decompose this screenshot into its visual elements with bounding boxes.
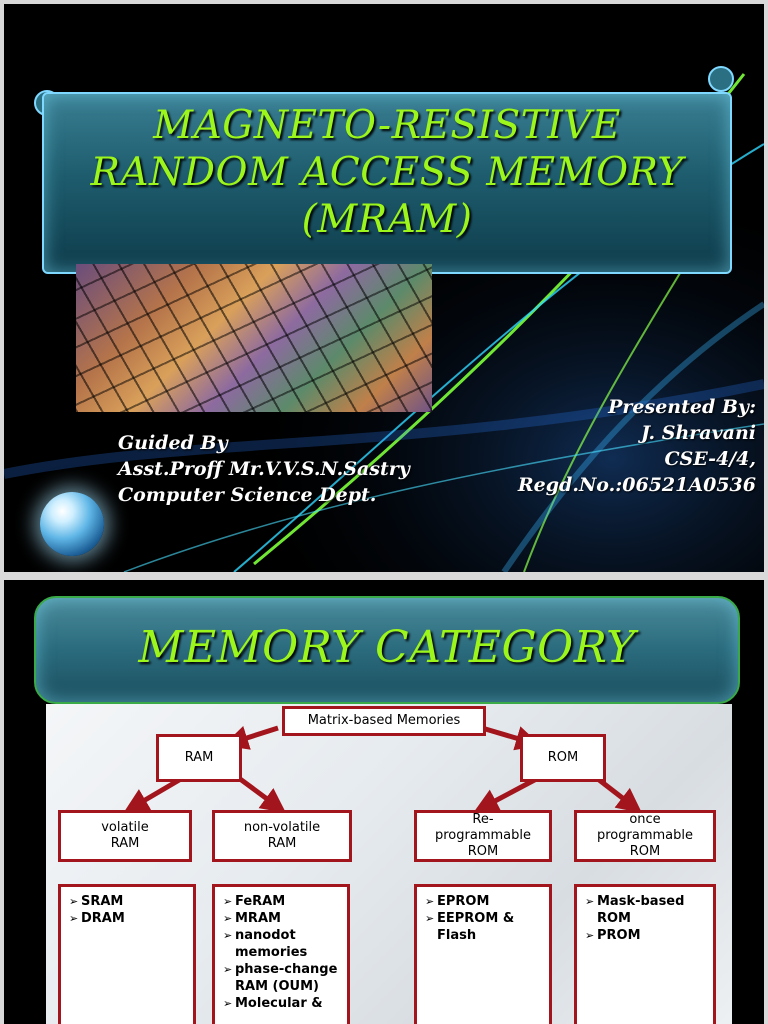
presenter-name: J. Shravani xyxy=(641,422,756,444)
list-item: SRAM xyxy=(69,893,185,910)
presenter-regd: Regd.No.:06521A0536 xyxy=(517,474,756,496)
guided-by-block: Guided By Asst.Proff Mr.V.V.S.N.Sastry C… xyxy=(118,430,410,508)
list-item: FeRAM xyxy=(223,893,339,910)
list-item: phase-change RAM (OUM) xyxy=(223,961,339,995)
non-volatile-ram-line-2: RAM xyxy=(267,836,297,851)
list-item: MRAM xyxy=(223,910,339,927)
slide-title: MAGNETO-RESISTIVE RANDOM ACCESS MEMORY (… xyxy=(44,102,730,243)
reprog-line-1: Re- xyxy=(472,812,494,827)
volatile-ram-line-2: RAM xyxy=(110,836,140,851)
category-title-banner: MEMORY CATEGORY xyxy=(34,596,740,704)
list-item: Molecular & xyxy=(223,995,339,1012)
scroll-curl-right xyxy=(708,66,734,92)
non-volatile-ram-box: non-volatile RAM xyxy=(212,810,352,862)
title-line-1: MAGNETO-RESISTIVE xyxy=(153,103,621,148)
reprog-line-2: programmable xyxy=(435,828,531,843)
re-programmable-rom-box: Re- programmable ROM xyxy=(414,810,552,862)
globe-icon xyxy=(40,492,104,556)
memory-tree-diagram: Matrix-based Memories RAM ROM volatile R… xyxy=(46,704,732,1024)
title-slide: MAGNETO-RESISTIVE RANDOM ACCESS MEMORY (… xyxy=(4,4,764,572)
root-label: Matrix-based Memories xyxy=(307,713,461,728)
list-item: DRAM xyxy=(69,910,185,927)
chip-wafer-image xyxy=(76,264,432,412)
non-volatile-ram-line-1: non-volatile xyxy=(243,820,321,835)
list-item: EEPROM & Flash xyxy=(425,910,541,944)
volatile-ram-box: volatile RAM xyxy=(58,810,192,862)
list-item: nanodot memories xyxy=(223,927,339,961)
presented-by-label: Presented By: xyxy=(608,396,756,418)
list-item: Mask-based ROM xyxy=(585,893,705,927)
ram-box: RAM xyxy=(156,734,242,782)
volatile-ram-list-box: SRAM DRAM xyxy=(58,884,196,1024)
guide-name: Asst.Proff Mr.V.V.S.N.Sastry xyxy=(118,458,410,480)
memory-category-slide: MEMORY CATEGORY Matrix-based Memories RA… xyxy=(4,580,764,1024)
list-item: EPROM xyxy=(425,893,541,910)
guided-by-label: Guided By xyxy=(118,432,228,454)
title-line-3: (MRAM) xyxy=(301,197,473,242)
title-scroll-banner: MAGNETO-RESISTIVE RANDOM ACCESS MEMORY (… xyxy=(42,92,732,274)
rom-label: ROM xyxy=(547,750,579,765)
slide-title: MEMORY CATEGORY xyxy=(138,622,636,673)
reprog-rom-list-box: EPROM EEPROM & Flash xyxy=(414,884,552,1024)
once-line-3: ROM xyxy=(629,844,661,859)
rom-box: ROM xyxy=(520,734,606,782)
guide-dept: Computer Science Dept. xyxy=(118,484,377,506)
volatile-ram-line-1: volatile xyxy=(101,820,149,835)
presented-by-block: Presented By: J. Shravani CSE-4/4, Regd.… xyxy=(518,394,756,498)
ram-label: RAM xyxy=(184,750,214,765)
once-line-2: programmable xyxy=(597,828,693,843)
presenter-class: CSE-4/4, xyxy=(664,448,756,470)
once-line-1: once xyxy=(629,812,661,827)
list-item: PROM xyxy=(585,927,705,944)
root-box: Matrix-based Memories xyxy=(282,706,486,736)
reprog-line-3: ROM xyxy=(467,844,499,859)
once-rom-list-box: Mask-based ROM PROM xyxy=(574,884,716,1024)
non-volatile-ram-list-box: FeRAM MRAM nanodot memories phase-change… xyxy=(212,884,350,1024)
title-line-2: RANDOM ACCESS MEMORY xyxy=(90,150,684,195)
once-programmable-rom-box: once programmable ROM xyxy=(574,810,716,862)
